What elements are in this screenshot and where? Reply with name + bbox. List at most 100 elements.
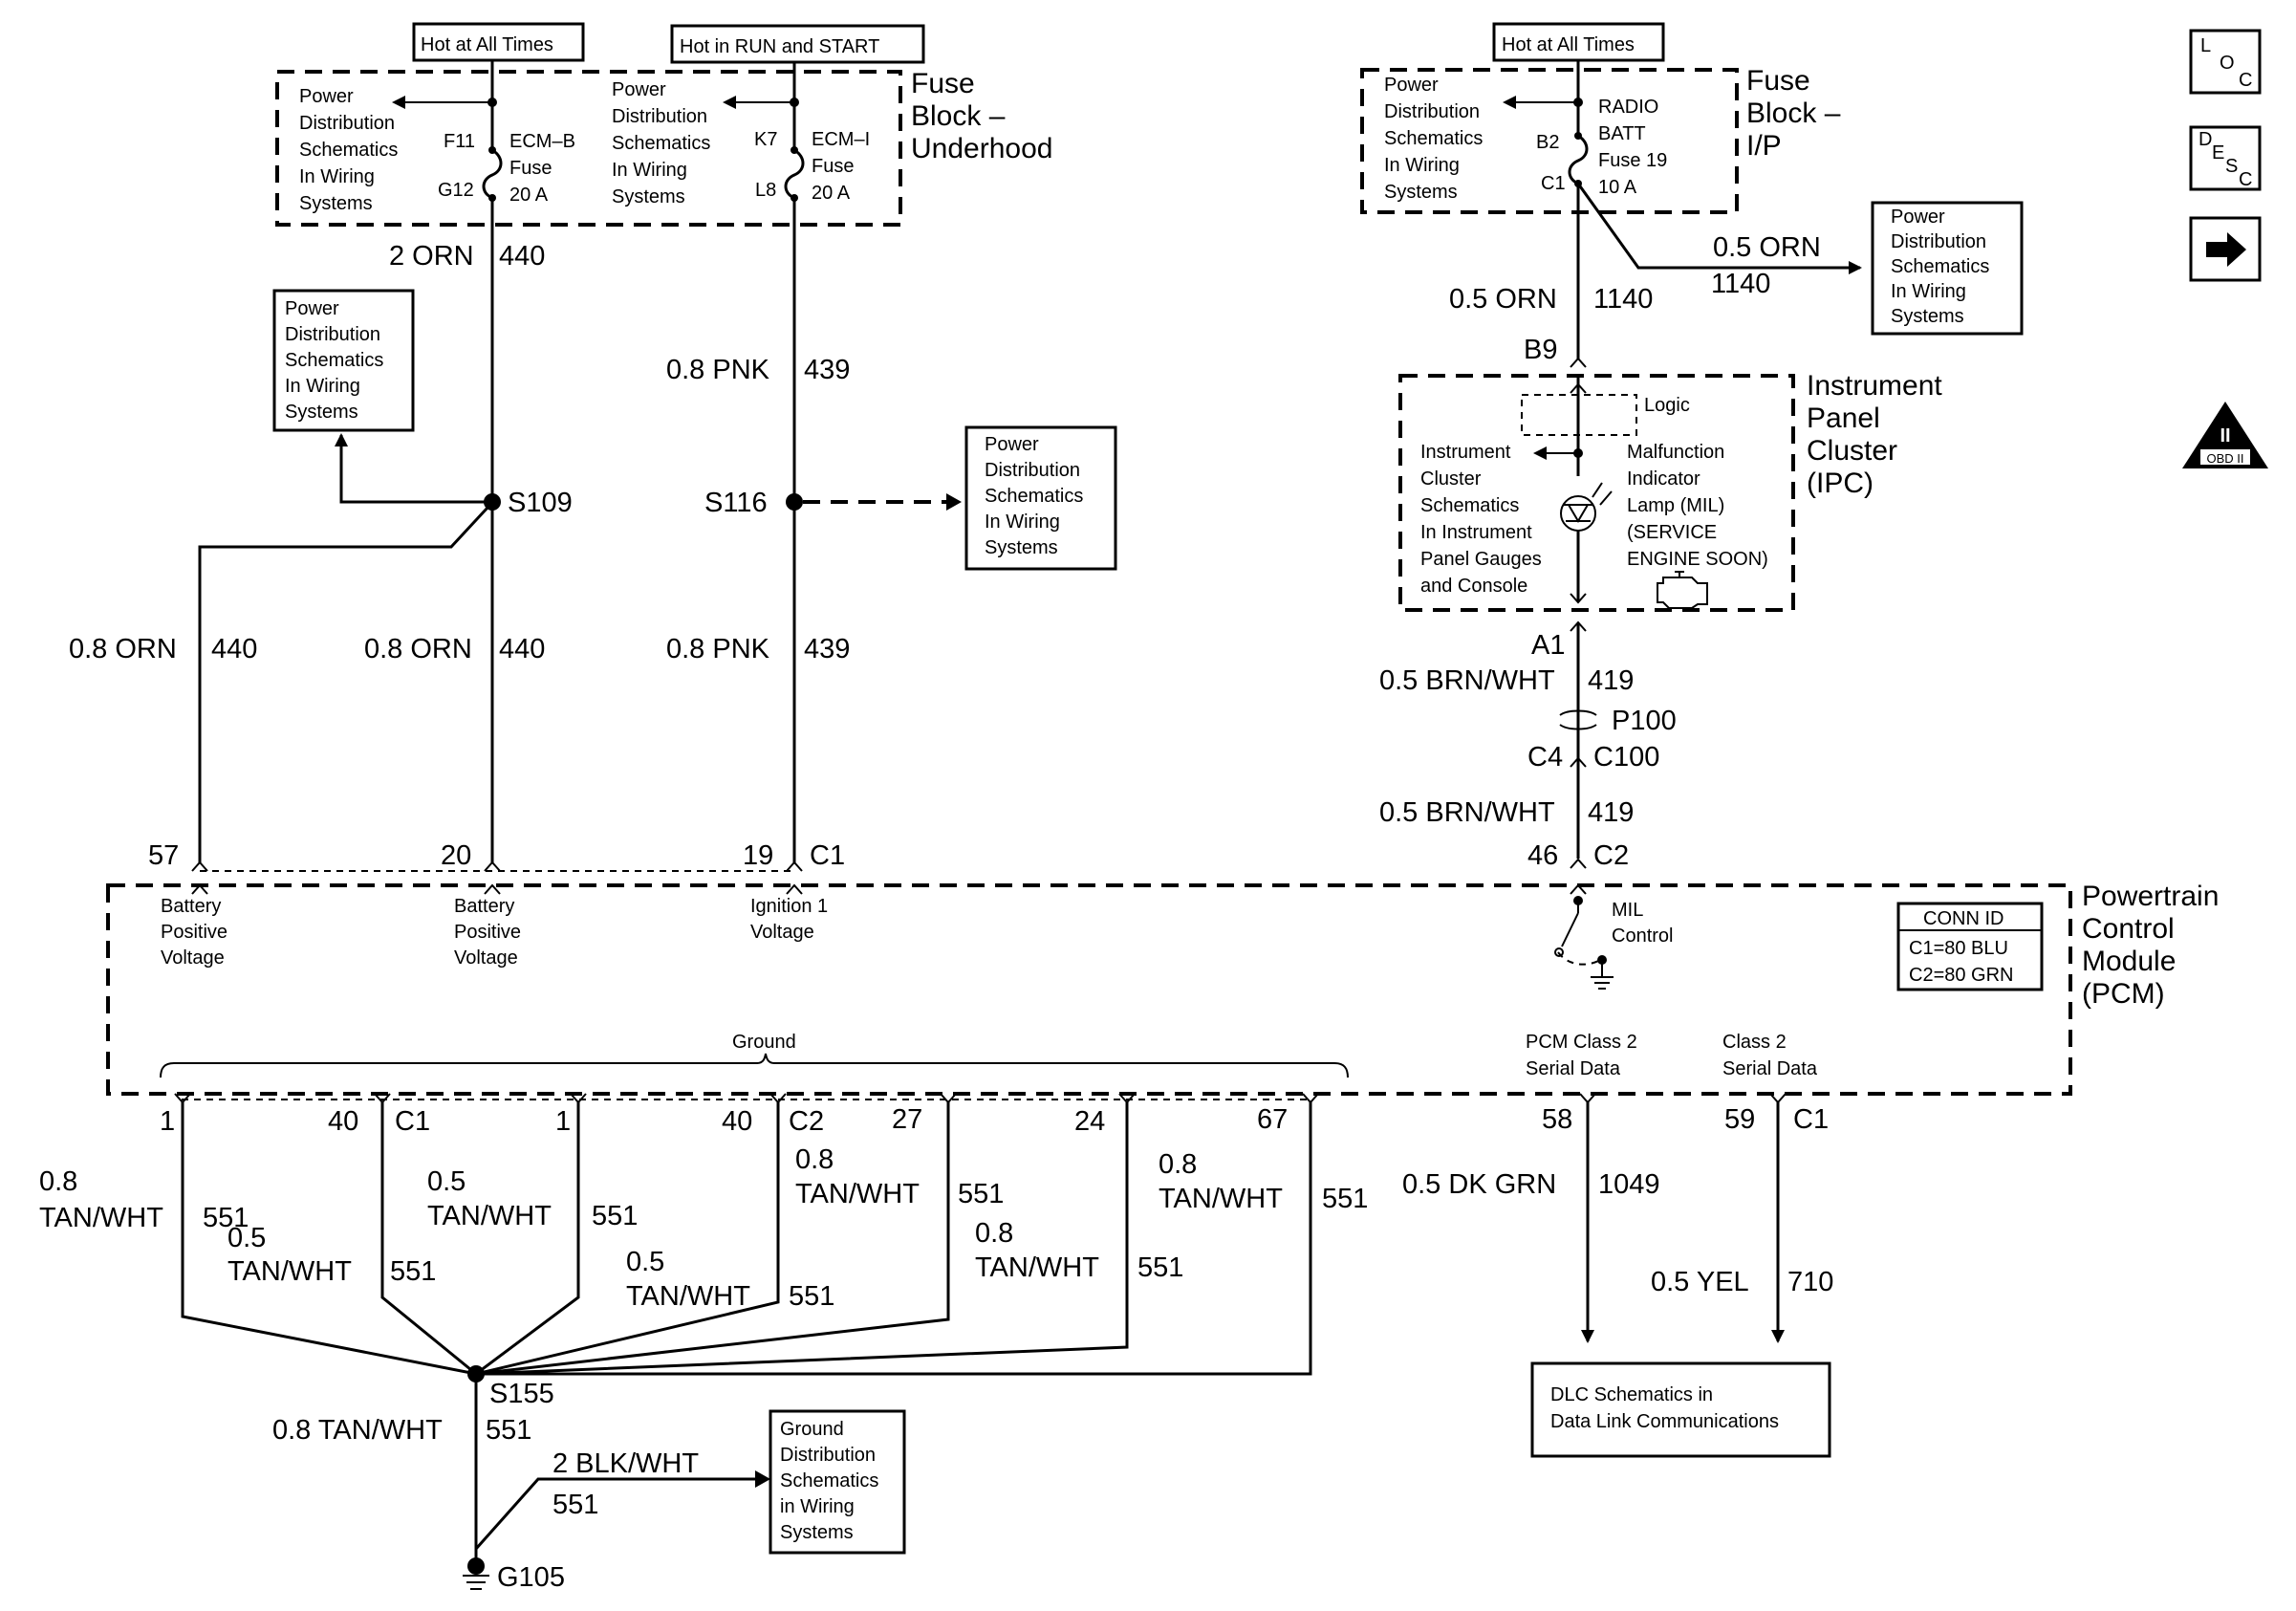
svg-text:Distribution: Distribution [612, 106, 707, 127]
mil-description: Malfunction Indicator Lamp (MIL) (SERVIC… [1627, 442, 1768, 570]
svg-text:1140: 1140 [1593, 284, 1653, 315]
pcm-label: Powertrain [2082, 881, 2219, 912]
obd-ii-icon: II OBD II [2182, 402, 2268, 468]
svg-text:0.5 BRN/WHT: 0.5 BRN/WHT [1379, 797, 1555, 828]
svg-text:(PCM): (PCM) [2082, 978, 2165, 1010]
svg-text:Cluster: Cluster [1420, 468, 1482, 490]
svg-text:0.5 ORN: 0.5 ORN [1713, 232, 1821, 263]
svg-text:Systems: Systems [985, 537, 1058, 558]
powertrain-control-module [106, 883, 2072, 1096]
svg-text:Power: Power [1384, 75, 1439, 96]
pcm-class2-serial-data: PCM Class 2 Serial Data Class 2 Serial D… [1526, 1032, 1818, 1079]
svg-text:Battery: Battery [454, 896, 514, 917]
pcm-conn-c1-bottom: C1 [395, 1106, 430, 1137]
fuse-radio-batt: B2 C1 RADIO BATT Fuse 19 10 A [1503, 91, 1667, 359]
svg-text:0.5: 0.5 [427, 1166, 466, 1197]
svg-text:0.5: 0.5 [626, 1247, 664, 1277]
pcm-ground-bracket: Ground [160, 1032, 1349, 1078]
svg-text:710: 710 [1787, 1267, 1833, 1297]
svg-text:Systems: Systems [1891, 306, 1964, 327]
pcm-pin-19: 19 [743, 840, 773, 871]
ref-box-ground-dist: Ground Distribution Schematics in Wiring… [769, 1409, 906, 1555]
ipc-conn-b9: B9 [1524, 335, 1557, 365]
svg-text:Lamp (MIL): Lamp (MIL) [1627, 495, 1724, 516]
conn-c4: C4 [1527, 742, 1563, 773]
svg-text:D: D [2199, 129, 2212, 150]
fuse-block-underhood [275, 70, 902, 227]
pcm-pin-27: 27 [892, 1104, 922, 1135]
svg-text:Ground: Ground [780, 1419, 844, 1440]
pcm-pin-20: 20 [441, 840, 471, 871]
ground-wire-network [181, 1102, 1312, 1376]
svg-text:551: 551 [592, 1201, 638, 1231]
svg-text:Schematics: Schematics [985, 486, 1083, 507]
svg-text:Power: Power [1891, 207, 1945, 228]
splice-s116-dot [786, 493, 803, 511]
svg-text:MIL: MIL [1612, 900, 1643, 921]
svg-text:20 A: 20 A [812, 183, 851, 204]
svg-text:Schematics: Schematics [285, 350, 383, 371]
pcm-pin-24: 24 [1074, 1106, 1105, 1137]
svg-text:F11: F11 [444, 131, 475, 152]
svg-text:439: 439 [804, 634, 850, 664]
svg-text:TAN/WHT: TAN/WHT [626, 1281, 750, 1312]
svg-text:ECM–I: ECM–I [812, 129, 870, 150]
svg-text:C2=80 GRN: C2=80 GRN [1909, 965, 2014, 986]
wire-1140-right [1576, 183, 1862, 274]
splice-s109-dot [484, 493, 501, 511]
fuse-block-underhood-label: Fuse [911, 68, 975, 99]
pcm-conn-c2-top: C2 [1593, 840, 1629, 871]
svg-text:0.5 ORN: 0.5 ORN [1449, 284, 1557, 315]
svg-text:Schematics: Schematics [1891, 256, 1989, 277]
svg-text:C: C [2239, 169, 2252, 190]
svg-text:Distribution: Distribution [1891, 231, 1986, 252]
svg-text:0.8: 0.8 [975, 1218, 1013, 1249]
source-label: Hot at All Times [1502, 34, 1635, 55]
svg-text:551: 551 [789, 1281, 834, 1312]
svg-text:In Wiring: In Wiring [1891, 281, 1966, 302]
svg-text:0.5 DK GRN: 0.5 DK GRN [1402, 1169, 1556, 1200]
source-hot-at-all-times-right: Hot at All Times [1492, 22, 1665, 62]
svg-text:In Wiring: In Wiring [612, 160, 687, 181]
svg-text:Systems: Systems [612, 186, 685, 207]
svg-text:Distribution: Distribution [780, 1445, 876, 1466]
ref-box-s116: Power Distribution Schematics In Wiring … [964, 425, 1117, 571]
svg-text:Ground: Ground [732, 1032, 796, 1053]
svg-text:0.5: 0.5 [227, 1223, 266, 1253]
svg-text:440: 440 [499, 241, 545, 272]
svg-text:20 A: 20 A [509, 185, 549, 206]
svg-text:TAN/WHT: TAN/WHT [39, 1203, 163, 1233]
svg-text:10 A: 10 A [1598, 177, 1637, 198]
svg-text:Serial Data: Serial Data [1526, 1058, 1621, 1079]
svg-text:551: 551 [486, 1415, 531, 1446]
svg-text:CONN ID: CONN ID [1923, 908, 2004, 929]
next-arrow-button[interactable] [2189, 216, 2262, 282]
svg-text:Battery: Battery [161, 896, 221, 917]
gnd-wire-5: 0.8 TAN/WHT 551 [795, 1144, 1004, 1209]
svg-text:Voltage: Voltage [750, 922, 814, 943]
svg-text:Schematics: Schematics [780, 1470, 878, 1491]
svg-text:O: O [2220, 53, 2235, 74]
ipc-logic: Logic [1644, 395, 1690, 416]
desc-nav-button[interactable]: D E S C [2189, 125, 2262, 191]
svg-text:TAN/WHT: TAN/WHT [795, 1179, 920, 1209]
pcm-ignition-voltage: Ignition 1 Voltage [750, 896, 828, 943]
svg-text:Fuse 19: Fuse 19 [1598, 150, 1667, 171]
svg-text:0.8: 0.8 [795, 1144, 834, 1175]
loc-nav-button[interactable]: L O C [2189, 29, 2262, 95]
source-label: Hot at All Times [421, 34, 553, 55]
svg-text:S: S [2225, 156, 2238, 177]
pcm-conn-c1-top: C1 [810, 840, 845, 871]
svg-text:Underhood: Underhood [911, 133, 1052, 164]
svg-text:Power: Power [985, 434, 1039, 455]
pcm-pin-67: 67 [1257, 1104, 1288, 1135]
svg-text:0.8: 0.8 [1159, 1149, 1197, 1180]
svg-text:Systems: Systems [780, 1522, 854, 1543]
svg-text:Systems: Systems [1384, 182, 1458, 203]
svg-text:419: 419 [1588, 797, 1634, 828]
svg-text:0.8 ORN: 0.8 ORN [69, 634, 177, 664]
mil-control-switch: MIL Control [1554, 896, 1673, 990]
ground-g105-icon [463, 1557, 489, 1590]
fuse-block-ip [1360, 68, 1739, 214]
svg-text:Module: Module [2082, 946, 2176, 977]
